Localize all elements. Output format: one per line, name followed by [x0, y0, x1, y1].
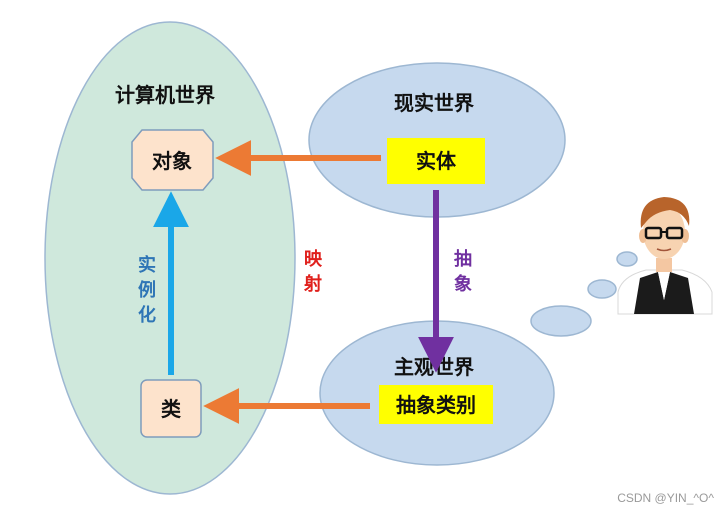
entity-node	[387, 138, 485, 184]
thought-bubble-large	[530, 305, 592, 337]
instantiate-label-2: 例	[138, 279, 156, 301]
thinking-person-icon	[617, 197, 713, 315]
abstract-label-2: 象	[454, 273, 472, 295]
instantiate-label-3: 化	[138, 304, 156, 326]
abstract-category-label: 抽象类别	[396, 393, 476, 417]
real-world-title: 现实世界	[394, 91, 474, 115]
entity-label: 实体	[416, 149, 457, 173]
instantiate-label-1: 实	[138, 254, 156, 276]
class-node	[140, 379, 202, 438]
thought-bubble-medium	[587, 279, 617, 299]
mapping-label-1: 映	[304, 248, 323, 270]
object-node	[131, 129, 214, 191]
abstract-category-node	[379, 385, 493, 424]
object-label: 对象	[152, 149, 192, 173]
thought-bubble-small	[616, 251, 638, 267]
mapping-label-2: 射	[303, 273, 322, 295]
class-label: 类	[161, 397, 181, 421]
watermark: CSDN @YIN_^O^	[617, 491, 714, 505]
abstract-label-1: 抽	[454, 248, 472, 270]
computer-world-title: 计算机世界	[115, 83, 215, 107]
